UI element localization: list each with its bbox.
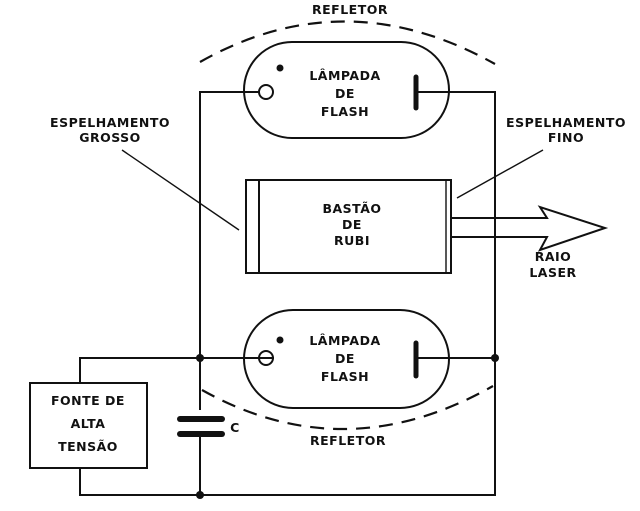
capacitor-label: C	[230, 420, 240, 435]
supply-label-3: TENSÃO	[58, 439, 118, 454]
lamp-top-label-3: FLASH	[321, 104, 369, 119]
junction-dot	[196, 354, 204, 362]
trigger-electrode-dot	[276, 336, 284, 344]
trigger-electrode-dot	[276, 64, 284, 72]
reflector-bottom-label: REFLETOR	[310, 433, 386, 448]
thin-mirror-label-1: ESPELHAMENTO	[506, 115, 626, 130]
reflector-top	[199, 20, 496, 65]
high-voltage-supply: FONTE DE ALTA TENSÃO	[29, 382, 148, 469]
junction-dot	[491, 354, 499, 362]
supply-label-2: ALTA	[71, 416, 106, 431]
flash-lamp-top: LÂMPADA DE FLASH	[243, 41, 450, 139]
flash-lamp-bottom: LÂMPADA DE FLASH	[243, 309, 450, 409]
lamp-bottom-label-2: DE	[335, 351, 355, 366]
thick-mirror-label-1: ESPELHAMENTO	[50, 115, 170, 130]
reflector-top-label: REFLETOR	[312, 2, 388, 17]
reflector-bottom	[201, 385, 494, 431]
ruby-rod: BASTÃO DE RUBI	[245, 179, 452, 274]
junction-dot	[196, 491, 204, 499]
lamp-bottom-label-3: FLASH	[321, 369, 369, 384]
laser-label-1: RAIO	[535, 249, 572, 264]
supply-label-1: FONTE DE	[51, 393, 125, 408]
thin-mirror-leader	[456, 149, 544, 199]
rod-label-3: RUBI	[334, 233, 370, 248]
thick-mirror-leader	[121, 149, 240, 231]
rod-label-2: DE	[342, 217, 362, 232]
lamp-top-label-2: DE	[335, 86, 355, 101]
lamp-top-label-1: LÂMPADA	[309, 68, 380, 83]
lamp-electrode-circle	[258, 84, 274, 100]
thin-mirror-label-2: FINO	[548, 130, 584, 145]
circuit-wires	[79, 91, 496, 496]
lamp-bottom-label-1: LÂMPADA	[309, 333, 380, 348]
capacitor: C	[177, 410, 240, 437]
laser-beam-arrow	[451, 205, 609, 252]
laser-label-2: LASER	[529, 265, 576, 280]
rod-label-1: BASTÃO	[322, 201, 381, 216]
thick-mirror-label-2: GROSSO	[79, 130, 141, 145]
